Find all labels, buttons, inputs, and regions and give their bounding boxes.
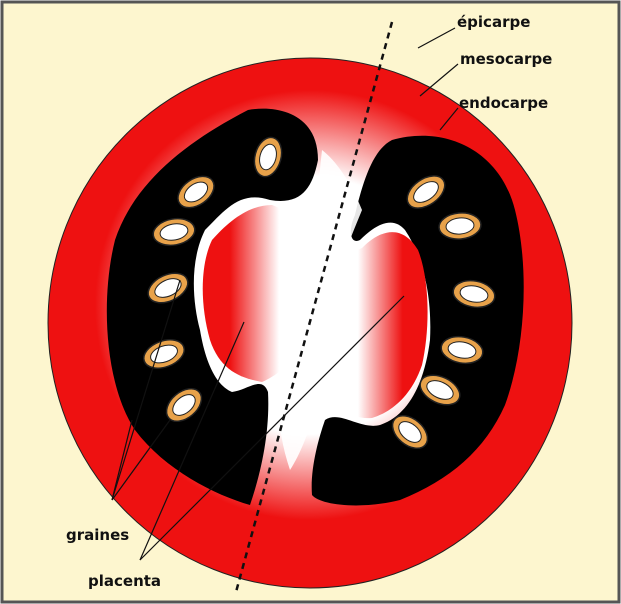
label-endocarpe: endocarpe bbox=[459, 94, 548, 112]
label-graines: graines bbox=[66, 526, 129, 544]
label-mesocarpe: mesocarpe bbox=[460, 50, 552, 68]
label-epicarpe: épicarpe bbox=[457, 13, 530, 31]
label-placenta: placenta bbox=[88, 572, 161, 590]
